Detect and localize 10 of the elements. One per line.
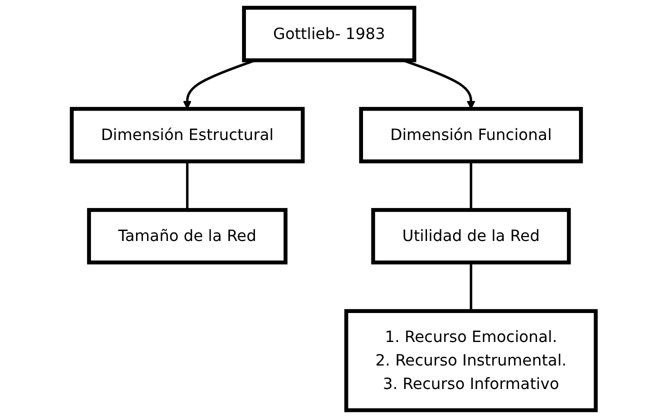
node-box: Utilidad de la Red: [370, 208, 571, 264]
connector: [470, 161, 472, 210]
arrow: [182, 59, 256, 110]
node-box: 1. Recurso Emocional. 2. Recurso Instrumental. 3. Recurso Informativo: [344, 309, 598, 412]
connector: [470, 262, 472, 312]
node-box: Tamaño de la Red: [86, 208, 288, 264]
connector: [186, 161, 188, 210]
node-box: Dimensión Funcional: [358, 106, 583, 164]
node-box: Gottlieb- 1983: [242, 6, 416, 62]
node-box: Dimensión Estructural: [70, 106, 304, 164]
